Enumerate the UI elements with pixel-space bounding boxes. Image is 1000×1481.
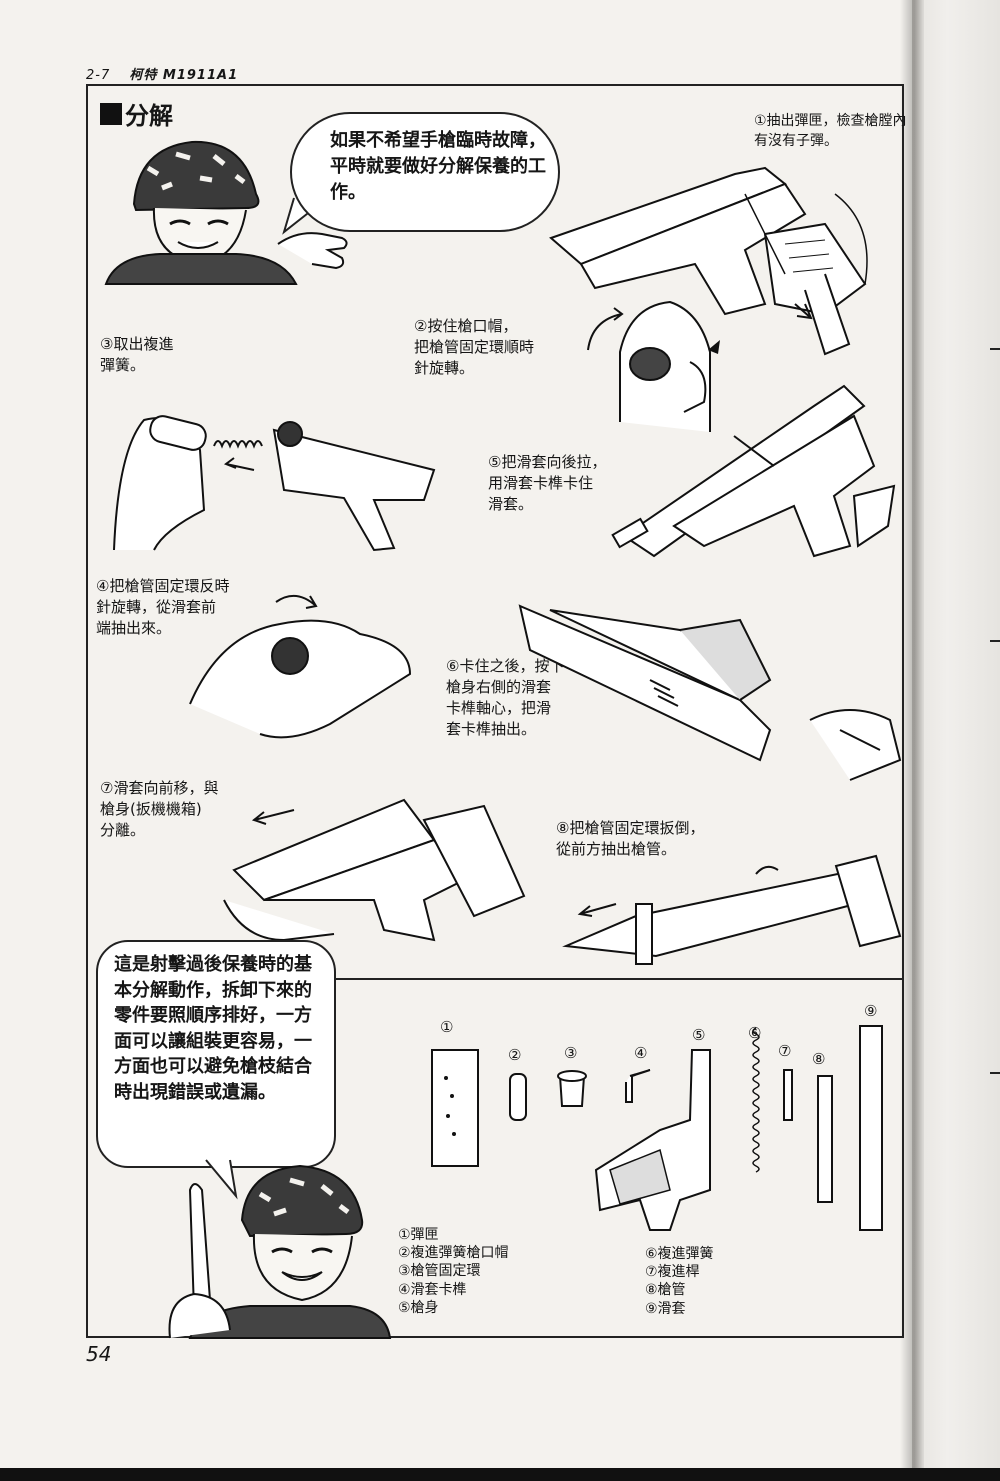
legend-item: ③槍管固定環 bbox=[398, 1263, 481, 1280]
legend-item: ⑤槍身 bbox=[398, 1299, 439, 1316]
facing-page-mark bbox=[990, 640, 1000, 642]
step-1-caption: ①抽出彈匣，檢查槍膛內有沒有子彈。 bbox=[754, 113, 907, 149]
step-6-caption: ⑥卡住之後，按下 槍身右側的滑套 卡榫軸心，把滑 套卡榫抽出。 bbox=[446, 657, 565, 738]
legend-item: ⑦複進桿 bbox=[645, 1264, 700, 1281]
part-number: ② bbox=[508, 1046, 522, 1064]
page-number: 54 bbox=[86, 1342, 112, 1366]
parts-legend-left: ①彈匣 ②複進彈簧槍口帽 ③槍管固定環 ④滑套卡榫 ⑤槍身 bbox=[398, 1226, 509, 1317]
legend-item: ④滑套卡榫 bbox=[398, 1281, 467, 1298]
barrel-part bbox=[818, 1076, 832, 1202]
pistol-illustration bbox=[510, 590, 904, 790]
slide-stop-part bbox=[626, 1070, 650, 1102]
square-bullet-icon bbox=[100, 102, 122, 125]
step-7-caption: ⑦滑套向前移，與 槍身(扳機機箱) 分離。 bbox=[100, 779, 219, 839]
chapter-title: 柯特 M1911A1 bbox=[129, 68, 239, 83]
part-number: ⑤ bbox=[692, 1026, 706, 1044]
spring-removal-illustration bbox=[104, 390, 444, 560]
parts-illustration bbox=[420, 1000, 904, 1230]
chapter-number: 2-7 bbox=[86, 68, 111, 83]
section-divider bbox=[336, 978, 904, 980]
parts-legend-right: ⑥複進彈簧 ⑦複進桿 ⑧槍管 ⑨滑套 bbox=[645, 1245, 714, 1318]
step-3-caption: ③取出複進 彈簧。 bbox=[100, 335, 174, 374]
soldier-illustration bbox=[150, 1160, 390, 1338]
part-number: ③ bbox=[564, 1044, 578, 1062]
content-frame bbox=[86, 84, 904, 1338]
guide-rod-part bbox=[784, 1070, 792, 1120]
magazine-part bbox=[432, 1050, 478, 1166]
step-4-caption: ④把槍管固定環反時 針旋轉，從滑套前 端抽出來。 bbox=[96, 577, 230, 637]
frame-part bbox=[596, 1050, 710, 1230]
speech-bubble-top: 如果不希望手槍臨時故障，平時就要做好分解保養的工作。 bbox=[290, 112, 560, 232]
step-2-caption: ②按住槍口帽， 把槍管固定環順時 針旋轉。 bbox=[414, 317, 535, 377]
pistol-illustration bbox=[614, 376, 904, 566]
part-number: ⑧ bbox=[812, 1050, 826, 1068]
step-5-caption: ⑤把滑套向後拉， 用滑套卡榫卡住 滑套。 bbox=[488, 453, 607, 513]
step-8-caption: ⑧把槍管固定環扳倒， 從前方抽出槍管。 bbox=[556, 819, 705, 858]
speech-bubble-bottom: 這是射擊過後保養時的基本分解動作，拆卸下來的零件要照順序排好，一方面可以讓組裝更… bbox=[96, 940, 336, 1168]
part-number: ⑨ bbox=[864, 1002, 878, 1020]
soldier-illustration bbox=[96, 124, 356, 284]
legend-item: ②複進彈簧槍口帽 bbox=[398, 1245, 509, 1262]
scan-bottom-band bbox=[0, 1468, 1000, 1481]
hand-illustration bbox=[580, 292, 720, 432]
pistol-illustration bbox=[556, 846, 904, 976]
legend-item: ⑨滑套 bbox=[645, 1300, 686, 1317]
section-heading-text: 分解 bbox=[125, 102, 173, 130]
part-number: ① bbox=[440, 1018, 454, 1036]
facing-page-mark bbox=[990, 1072, 1000, 1074]
gutter-shadow bbox=[900, 0, 924, 1481]
section-heading: 分解 bbox=[100, 96, 173, 131]
recoil-spring-plug-part bbox=[510, 1074, 526, 1120]
legend-item: ⑥複進彈簧 bbox=[645, 1246, 714, 1262]
legend-item: ⑧槍管 bbox=[645, 1282, 686, 1299]
legend-item: ①彈匣 bbox=[398, 1227, 439, 1243]
part-number: ⑦ bbox=[778, 1042, 792, 1060]
facing-page-edge bbox=[912, 0, 1000, 1481]
bubble-tail bbox=[200, 1160, 240, 1200]
running-head: 2-7 柯特 M1911A1 bbox=[86, 64, 238, 83]
hand-illustration bbox=[180, 584, 420, 744]
pistol-illustration bbox=[545, 154, 905, 364]
facing-page-mark bbox=[990, 348, 1000, 350]
part-number: ④ bbox=[634, 1044, 648, 1062]
recoil-spring-part bbox=[753, 1028, 759, 1172]
slide-part bbox=[860, 1026, 882, 1230]
pistol-illustration bbox=[224, 780, 524, 950]
